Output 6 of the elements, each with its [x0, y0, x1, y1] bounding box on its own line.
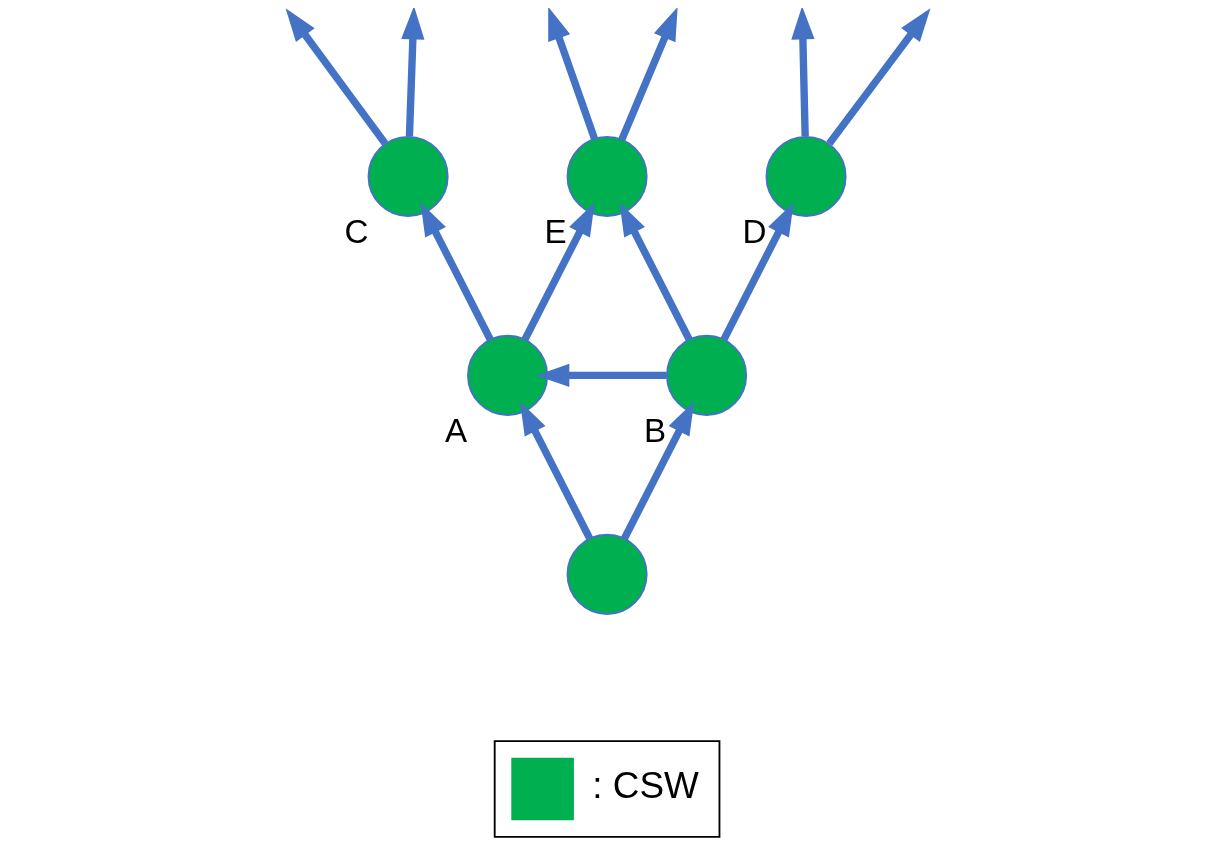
node-label: C — [344, 212, 368, 250]
legend-label: : CSW — [591, 765, 699, 807]
node-label: E — [543, 212, 567, 250]
node-label: B — [643, 411, 666, 449]
node-label: A — [444, 411, 467, 449]
node-label: D — [741, 212, 766, 250]
